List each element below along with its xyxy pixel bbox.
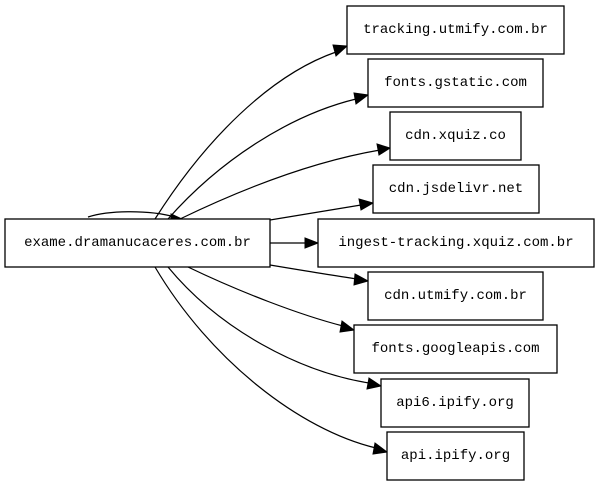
target-node-label: cdn.utmify.com.br [384, 288, 527, 304]
source-node-label: exame.dramanucaceres.com.br [24, 235, 251, 251]
edge-to-tracking-utmify [154, 44, 349, 220]
edges [87, 44, 392, 455]
target-node: tracking.utmify.com.br [346, 5, 565, 55]
target-node-label: cdn.xquiz.co [405, 128, 506, 144]
edge-to-cdn-utmify [269, 264, 370, 286]
target-node: cdn.xquiz.co [389, 111, 522, 161]
target-node: cdn.jsdelivr.net [372, 164, 540, 214]
target-node: ingest-tracking.xquiz.com.br [317, 218, 595, 268]
target-node-label: cdn.jsdelivr.net [389, 181, 523, 197]
edge-to-cdn-jsdelivr [269, 198, 375, 221]
target-node-label: fonts.gstatic.com [384, 75, 527, 91]
target-node: cdn.utmify.com.br [367, 271, 544, 321]
target-node: api6.ipify.org [380, 378, 530, 428]
target-node-label: tracking.utmify.com.br [363, 22, 548, 38]
edge-to-api-ipify [154, 266, 389, 455]
target-node-label: api6.ipify.org [396, 395, 514, 411]
edge-to-fonts-gstatic [167, 92, 370, 220]
source-node: exame.dramanucaceres.com.br [4, 218, 271, 268]
edge-to-api6-ipify [167, 266, 383, 390]
target-node: fonts.googleapis.com [353, 324, 558, 374]
edge-to-ingest-tracking [270, 237, 320, 249]
edge-to-fonts-googleapis [187, 266, 356, 333]
target-node-label: fonts.googleapis.com [371, 341, 539, 357]
target-node: api.ipify.org [386, 431, 525, 481]
target-node-label: api.ipify.org [401, 448, 510, 464]
target-node-label: ingest-tracking.xquiz.com.br [338, 235, 573, 251]
edge-to-cdn-xquiz [179, 143, 392, 220]
target-node: fonts.gstatic.com [367, 58, 544, 108]
